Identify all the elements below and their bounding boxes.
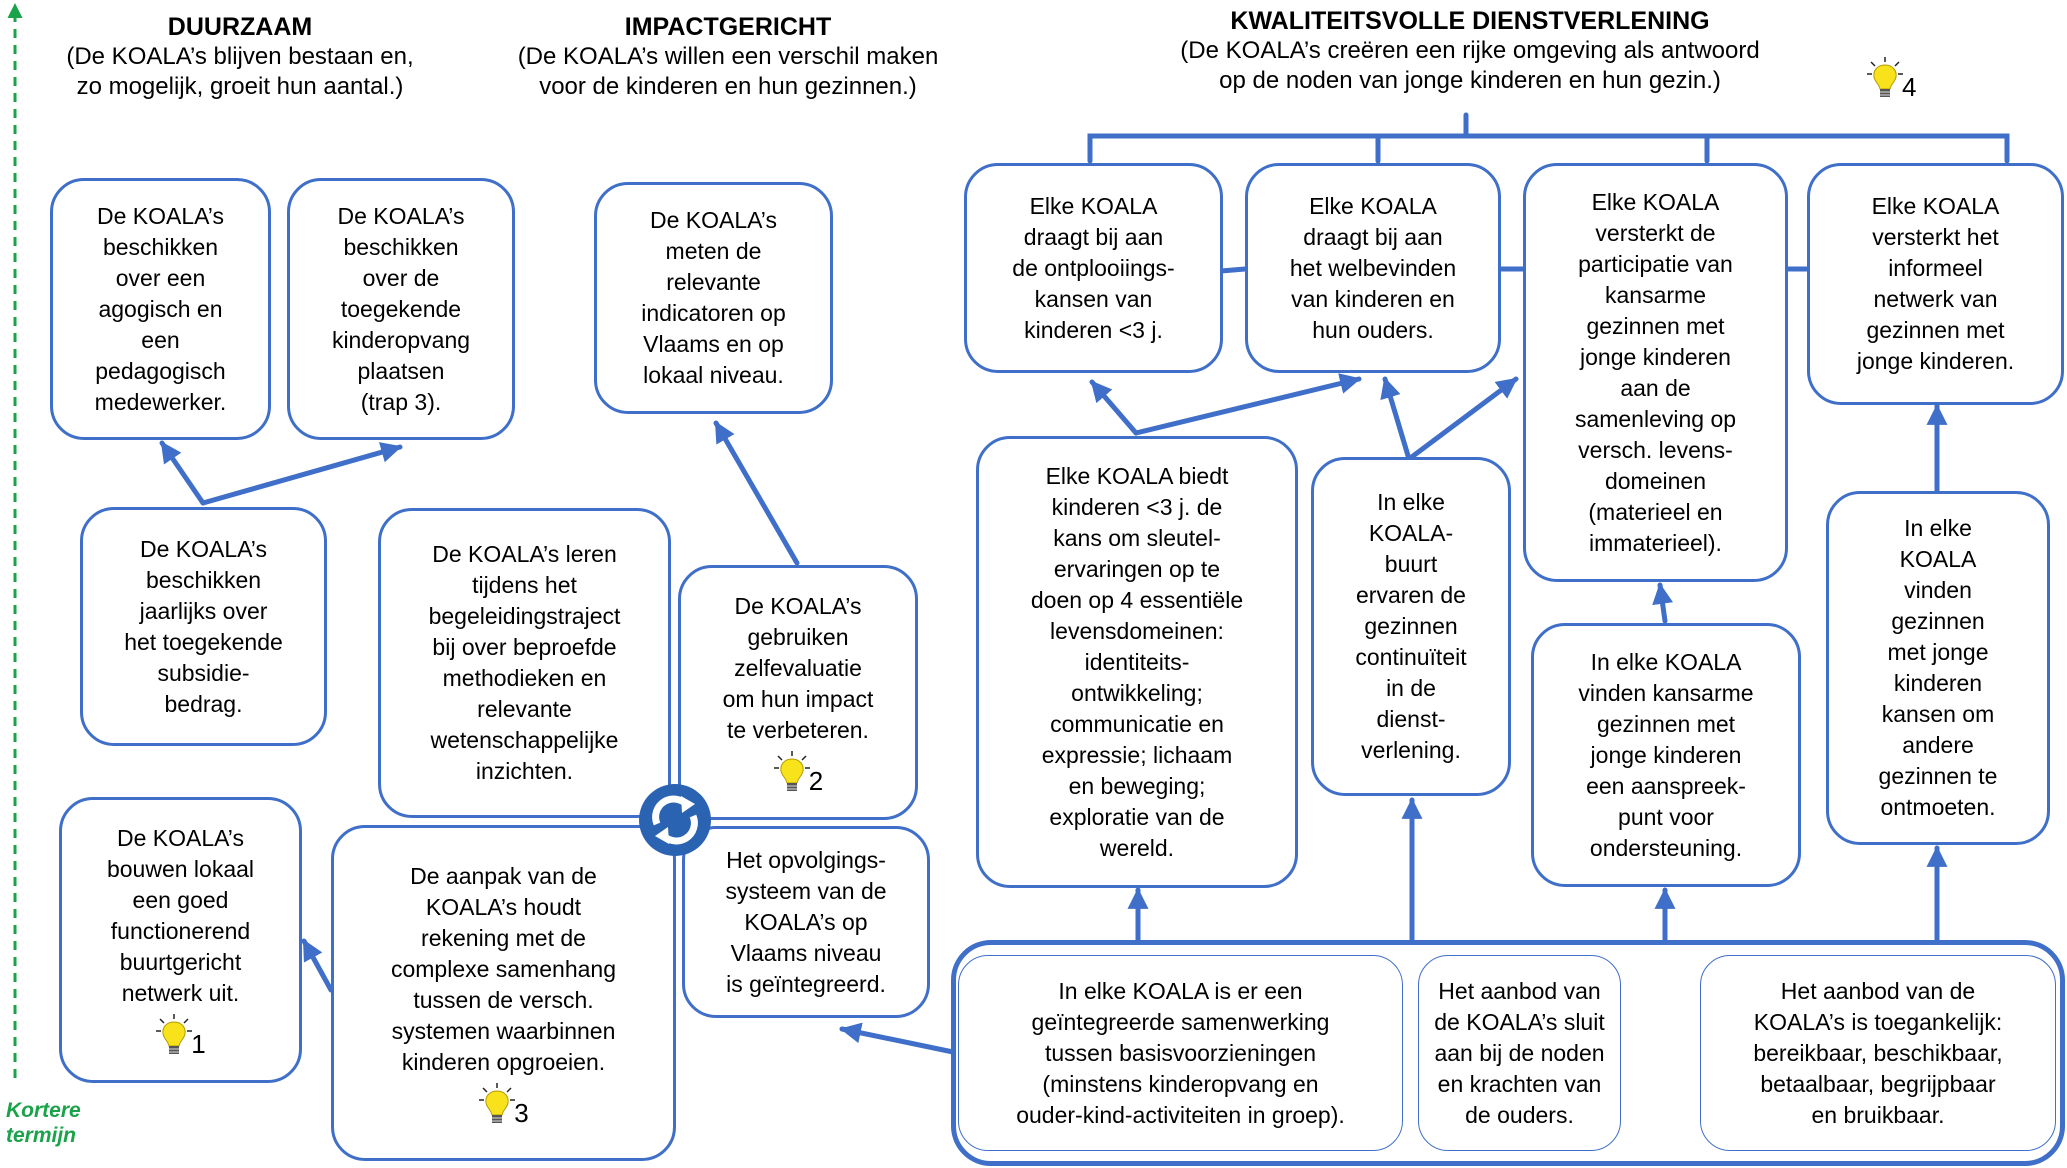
box-subsidie-text: De KOALA’s beschikken jaarlijks over het… <box>124 535 283 717</box>
box-informeel: Elke KOALA versterkt het informeel netwe… <box>1807 163 2064 405</box>
arrow-subsidie-plaatsen <box>200 442 403 506</box>
box-ontplooiing: Elke KOALA draagt bij aan de ontplooiing… <box>964 163 1223 373</box>
box-toegankelijk: Het aanbod van de KOALA’s is toegankelij… <box>1700 955 2056 1151</box>
box-continuiteit-text: In elke KOALA- buurt ervaren de gezinnen… <box>1355 489 1467 763</box>
box-agogisch-text: De KOALA’s beschikken over een agogisch … <box>94 202 227 415</box>
arrow-continuiteit-welbevinden <box>1380 376 1412 462</box>
header-kwaliteit: KWALITEITSVOLLE DIENSTVERLENING (De KOAL… <box>1100 6 1840 96</box>
box-subsidie: De KOALA’s beschikken jaarlijks over het… <box>80 507 327 746</box>
box-aanpak-text: De aanpak van de KOALA’s houdt rekening … <box>390 862 617 1075</box>
box-continuiteit: In elke KOALA- buurt ervaren de gezinnen… <box>1311 457 1511 796</box>
header-kwaliteit-sub: (De KOALA’s creëren een rijke omgeving a… <box>1180 37 1760 94</box>
box-opvolging: Het opvolgings- systeem van de KOALA’s o… <box>682 826 930 1018</box>
header-duurzaam: DUURZAAM (De KOALA’s blijven bestaan en,… <box>20 12 460 102</box>
header-duurzaam-sub: (De KOALA’s blijven bestaan en, zo mogel… <box>66 43 414 100</box>
arrow-sleutel-ontplooiing <box>1089 379 1139 436</box>
box-samenwerking: In elke KOALA is er een geïntegreerde sa… <box>958 955 1403 1151</box>
lightbulb-icon <box>773 751 810 791</box>
header-kwaliteit-title: KWALITEITSVOLLE DIENSTVERLENING <box>1230 7 1710 35</box>
bulb-3: 3 <box>478 1082 529 1128</box>
bulb-3-number: 3 <box>514 1097 529 1128</box>
box-zelfevaluatie-text: De KOALA’s gebruiken zelfevaluatie om hu… <box>722 593 874 743</box>
arrow-zelfevaluatie-meten <box>713 420 800 566</box>
box-aanbod-noden-text: Het aanbod van de KOALA’s sluit aan bij … <box>1434 977 1605 1128</box>
box-welbevinden: Elke KOALA draagt bij aan het welbevinde… <box>1245 163 1501 373</box>
box-netwerk-lokaal-text: De KOALA’s bouwen lokaal een goed functi… <box>106 825 255 1006</box>
box-leren: De KOALA’s leren tijdens het begeleiding… <box>378 508 671 818</box>
header-impact: IMPACTGERICHT (De KOALA’s willen een ver… <box>468 12 988 102</box>
box-ontmoeten: In elke KOALA vinden gezinnen met jonge … <box>1826 491 2050 845</box>
box-participatie: Elke KOALA versterkt de participatie van… <box>1523 163 1788 582</box>
box-meten-text: De KOALA’s meten de relevante indicatore… <box>641 207 786 388</box>
box-sleutel: Elke KOALA biedt kinderen <3 j. de kans … <box>976 436 1298 888</box>
arrow-samenwerking-opvolging <box>839 1022 956 1055</box>
box-aanbod-noden: Het aanbod van de KOALA’s sluit aan bij … <box>1418 955 1621 1151</box>
box-informeel-text: Elke KOALA versterkt het informeel netwe… <box>1856 193 2015 374</box>
box-plaatsen-text: De KOALA’s beschikken over de toegekende… <box>331 202 471 415</box>
box-aanspreekpunt: In elke KOALA vinden kansarme gezinnen m… <box>1531 623 1801 887</box>
box-samenwerking-text: In elke KOALA is er een geïntegreerde sa… <box>1016 977 1345 1128</box>
box-plaatsen: De KOALA’s beschikken over de toegekende… <box>287 178 515 440</box>
bulb-4-number: 4 <box>1902 72 1917 102</box>
box-zelfevaluatie: De KOALA’s gebruiken zelfevaluatie om hu… <box>678 565 918 820</box>
bulb-4: 4 <box>1866 56 1916 100</box>
header-impact-sub: (De KOALA’s willen een verschil maken vo… <box>517 43 939 100</box>
box-welbevinden-text: Elke KOALA draagt bij aan het welbevinde… <box>1289 192 1457 343</box>
lightbulb-icon <box>156 1014 193 1054</box>
lightbulb-icon <box>479 1082 516 1123</box>
box-meten: De KOALA’s meten de relevante indicatore… <box>594 182 833 414</box>
cycle-icon <box>639 784 711 856</box>
box-participatie-text: Elke KOALA versterkt de participatie van… <box>1574 188 1737 556</box>
box-ontplooiing-text: Elke KOALA draagt bij aan de ontplooiing… <box>1012 192 1175 343</box>
bulb-2-number: 2 <box>808 766 824 796</box>
bulb-1-number: 1 <box>191 1029 206 1059</box>
lightbulb-icon <box>1867 57 1903 97</box>
box-leren-text: De KOALA’s leren tijdens het begeleiding… <box>428 541 621 784</box>
bracket-top <box>1087 133 2010 164</box>
arrow-sleutel-welbevinden <box>1133 373 1362 436</box>
bulb-1: 1 <box>155 1013 206 1059</box>
box-netwerk-lokaal: De KOALA’s bouwen lokaal een goed functi… <box>59 797 302 1083</box>
box-opvolging-text: Het opvolgings- systeem van de KOALA’s o… <box>725 846 887 997</box>
bulb-2: 2 <box>773 750 823 794</box>
link-1-2 <box>1218 266 1248 274</box>
arrow-continuiteit-participatie <box>1406 376 1519 462</box>
box-agogisch: De KOALA’s beschikken over een agogisch … <box>50 178 271 440</box>
box-aanpak: De aanpak van de KOALA’s houdt rekening … <box>331 825 676 1161</box>
arrow-aanpak-netwerk <box>301 938 334 993</box>
arrow-subsidie-agogisch <box>159 440 206 506</box>
box-sleutel-text: Elke KOALA biedt kinderen <3 j. de kans … <box>1030 462 1244 861</box>
header-impact-title: IMPACTGERICHT <box>624 13 832 41</box>
header-duurzaam-title: DUURZAAM <box>167 13 313 41</box>
box-ontmoeten-text: In elke KOALA vinden gezinnen met jonge … <box>1878 515 1998 820</box>
timeline-label: Kortere termijn <box>6 1099 81 1147</box>
arrow-aanspreekpunt-participatie <box>1652 582 1674 624</box>
box-toegankelijk-text: Het aanbod van de KOALA’s is toegankelij… <box>1753 977 2003 1128</box>
box-aanspreekpunt-text: In elke KOALA vinden kansarme gezinnen m… <box>1578 648 1754 861</box>
